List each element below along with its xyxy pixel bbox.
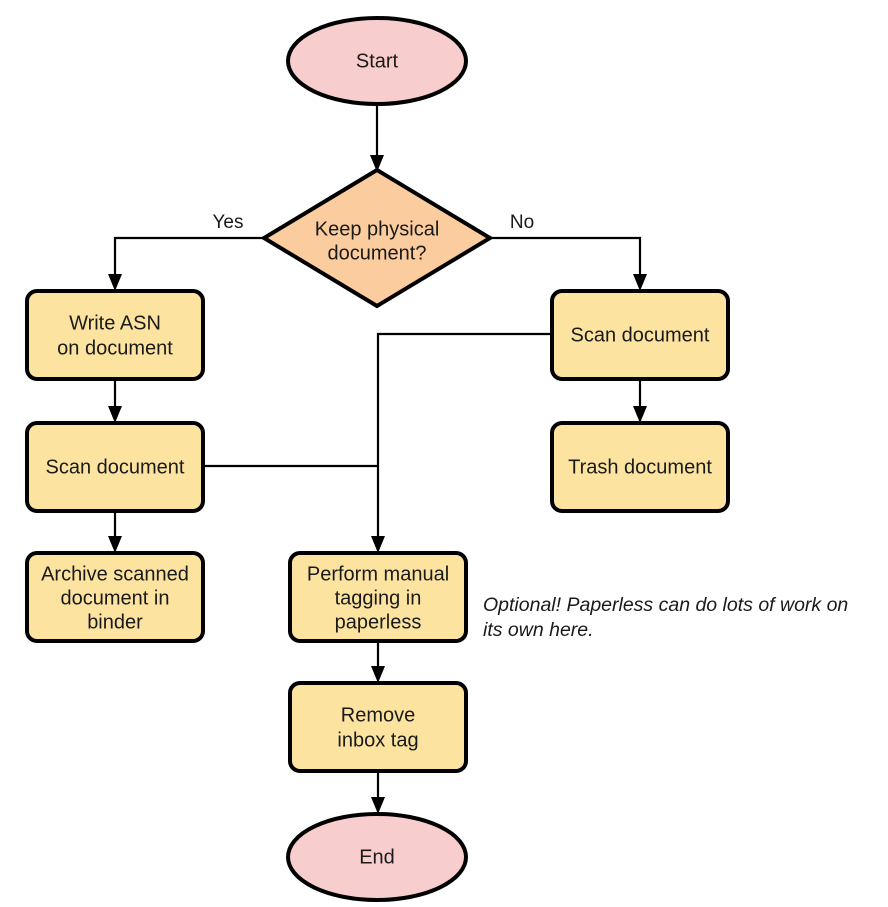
node-scan-document-right[interactable]: Scan document — [550, 289, 730, 381]
node-archive-scanned-document-in-binder[interactable]: Archive scanned document in binder — [25, 551, 205, 643]
node-remove-inbox-tag-label-line1: Remove — [341, 704, 415, 726]
arrow-head-icon — [371, 797, 385, 814]
annotation-layer: Optional! Paperless can do lots of work … — [483, 594, 848, 641]
process-shape — [288, 551, 468, 643]
process-shape — [25, 289, 205, 381]
edge-line — [113, 236, 264, 281]
node-remove-inbox-tag-label-line2: inbox tag — [337, 729, 418, 751]
node-end-label: End — [359, 846, 395, 868]
edge-line — [376, 332, 552, 543]
node-tagging-label-line2: tagging in — [335, 587, 422, 609]
node-start-label: Start — [356, 50, 399, 72]
decision-shape — [260, 167, 494, 309]
edge-remove-inbox-tag-to-end — [371, 771, 385, 814]
node-start[interactable]: Start — [286, 16, 468, 106]
node-archive-label-line2: document in — [61, 587, 170, 609]
node-perform-manual-tagging-in-paperless[interactable]: Perform manual tagging in paperless — [288, 551, 468, 643]
edge-label-no: No — [510, 212, 534, 233]
node-write-asn-label-line1: Write ASN — [69, 312, 161, 334]
terminator-shape — [286, 812, 468, 902]
edge-tagging-to-remove-inbox-tag — [371, 641, 385, 683]
node-layer: Start Keep physical document? Write ASN … — [25, 16, 730, 902]
edge-scan-left-to-archive — [108, 511, 122, 553]
node-trash-document[interactable]: Trash document — [550, 421, 730, 513]
node-scan-document-left[interactable]: Scan document — [25, 421, 205, 513]
edge-decision-no-to-scan-right: No — [490, 212, 647, 291]
arrow-head-icon — [371, 536, 385, 553]
arrow-head-icon — [370, 155, 384, 172]
node-decision-label-line1: Keep physical — [315, 218, 440, 240]
process-shape — [25, 551, 205, 643]
edge-label-yes: Yes — [213, 212, 244, 233]
node-write-asn-label-line2: on document — [57, 337, 173, 359]
arrow-head-icon — [371, 666, 385, 683]
edge-line — [490, 236, 642, 281]
edge-start-to-decision — [370, 104, 384, 172]
arrow-head-icon — [633, 406, 647, 423]
optional-note-line2: its own here. — [483, 619, 594, 641]
node-remove-inbox-tag[interactable]: Remove inbox tag — [288, 681, 468, 773]
edge-layer: Yes No — [108, 104, 647, 814]
node-keep-physical-document[interactable]: Keep physical document? — [260, 167, 494, 309]
process-shape — [288, 681, 468, 773]
arrow-head-icon — [108, 274, 122, 291]
arrow-head-icon — [108, 536, 122, 553]
node-scan-document-left-label: Scan document — [46, 456, 185, 478]
edge-scan-right-to-tagging — [371, 332, 552, 553]
node-scan-document-right-label: Scan document — [571, 324, 710, 346]
process-shape — [550, 289, 730, 381]
process-shape — [550, 421, 730, 513]
node-end[interactable]: End — [286, 812, 468, 902]
node-decision-label-line2: document? — [328, 242, 427, 264]
terminator-shape — [286, 16, 468, 106]
edge-write-asn-to-scan-left — [108, 379, 122, 423]
node-tagging-label-line3: paperless — [335, 611, 422, 633]
node-tagging-label-line1: Perform manual — [307, 563, 449, 585]
node-write-asn-on-document[interactable]: Write ASN on document — [25, 289, 205, 381]
node-archive-label-line1: Archive scanned — [41, 563, 189, 585]
process-shape — [25, 421, 205, 513]
node-trash-document-label: Trash document — [568, 456, 712, 478]
node-archive-label-line3: binder — [87, 611, 143, 633]
optional-note-line1: Optional! Paperless can do lots of work … — [483, 594, 848, 616]
arrow-head-icon — [633, 274, 647, 291]
arrow-head-icon — [108, 406, 122, 423]
edge-scan-right-to-trash — [633, 379, 647, 423]
edge-decision-yes-to-write-asn: Yes — [108, 212, 264, 291]
